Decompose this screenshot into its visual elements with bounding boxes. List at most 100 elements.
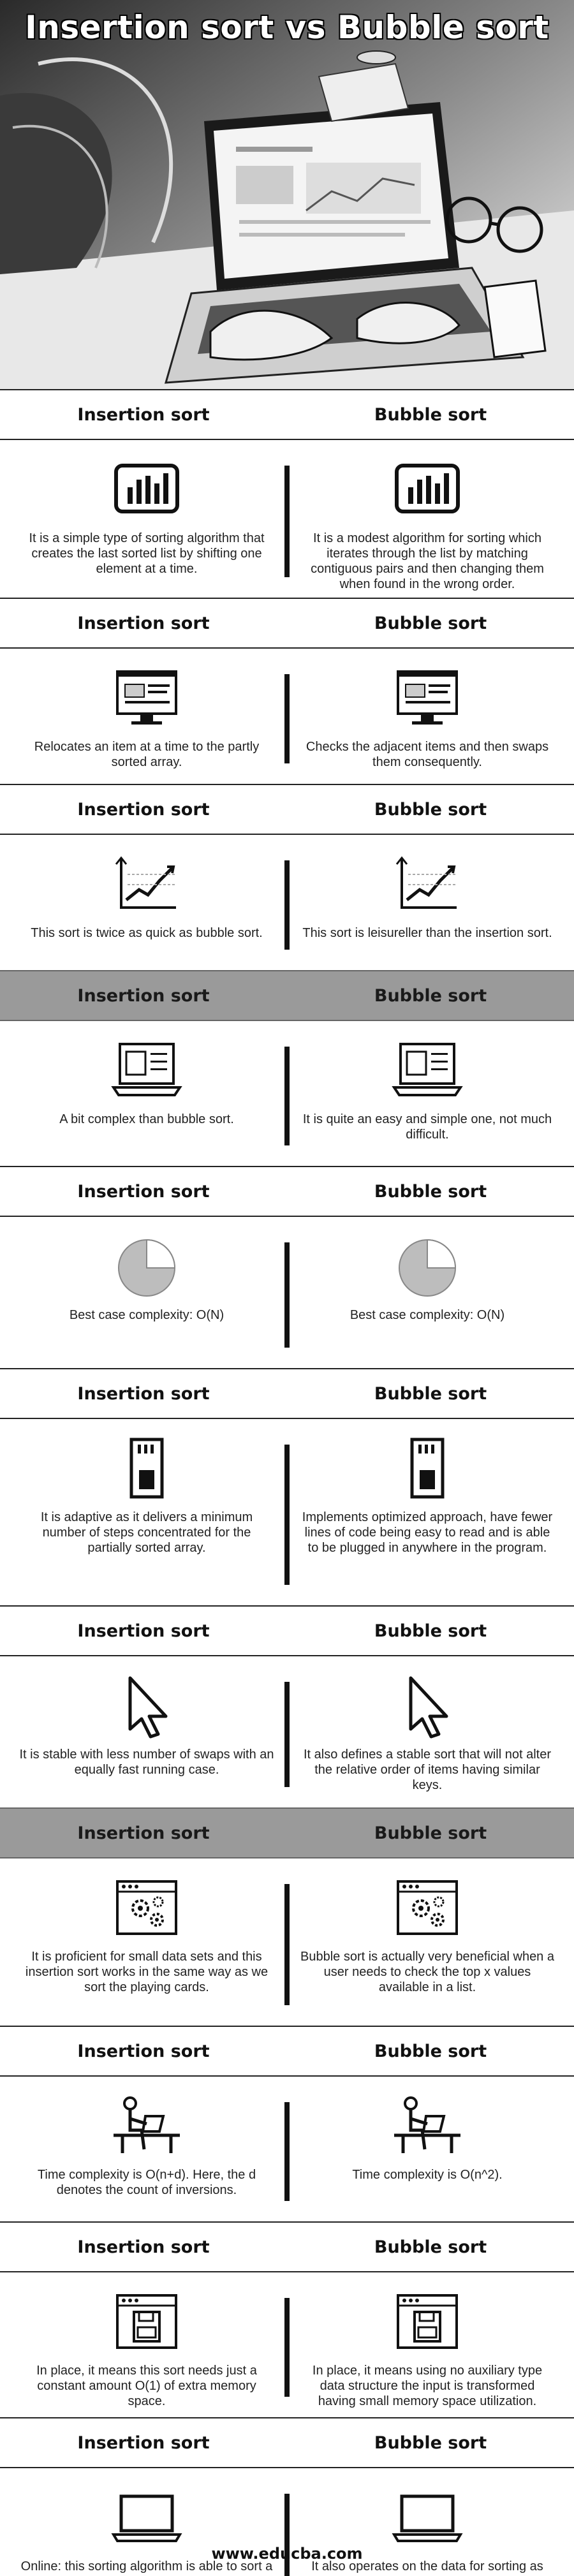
header-insertion-sort: Insertion sort	[77, 2432, 210, 2453]
section-header: Insertion sort Bubble sort	[0, 1807, 574, 1858]
bubble-sort-cell: It is quite an easy and simple one, not …	[293, 1021, 561, 1165]
cell-description: Best case complexity: O(N)	[69, 1308, 224, 1322]
section-header: Insertion sort Bubble sort	[0, 1368, 574, 1419]
bubble-sort-cell: It also operates on the data for sorting…	[293, 2468, 561, 2576]
laptop-list-icon	[108, 1035, 185, 1105]
header-insertion-sort: Insertion sort	[77, 1823, 210, 1843]
section-header: Insertion sort Bubble sort	[0, 2221, 574, 2272]
cursor-icon	[389, 1670, 466, 1741]
cell-description: It is quite an easy and simple one, not …	[302, 1112, 552, 1142]
comparison-row: It is proficient for small data sets and…	[0, 1858, 574, 2024]
cell-description: It is adaptive as it delivers a minimum …	[40, 1510, 253, 1555]
insertion-sort-cell: It is stable with less number of swaps w…	[13, 1656, 281, 1806]
header-bubble-sort: Bubble sort	[374, 1181, 487, 1202]
person-laptop-icon	[389, 2091, 466, 2161]
column-divider	[284, 2494, 290, 2576]
laptop-icon	[389, 2482, 466, 2552]
pie-chart-icon	[108, 1231, 185, 1301]
header-bubble-sort: Bubble sort	[374, 2237, 487, 2257]
insertion-sort-cell: It is proficient for small data sets and…	[13, 1858, 281, 2024]
cell-description: In place, it means using no auxiliary ty…	[312, 2364, 543, 2408]
header-insertion-sort: Insertion sort	[77, 1383, 210, 1404]
cell-description: This sort is twice as quick as bubble so…	[31, 926, 263, 940]
insertion-sort-cell: In place, it means this sort needs just …	[13, 2272, 281, 2416]
header-bubble-sort: Bubble sort	[374, 2432, 487, 2453]
cell-description: It is stable with less number of swaps w…	[19, 1748, 274, 1777]
bubble-sort-cell: Time complexity is O(n^2).	[293, 2077, 561, 2220]
header-bubble-sort: Bubble sort	[374, 1621, 487, 1641]
cell-description: It is a simple type of sorting algorithm…	[29, 531, 265, 576]
header-insertion-sort: Insertion sort	[77, 2041, 210, 2061]
bubble-sort-cell: Bubble sort is actually very beneficial …	[293, 1858, 561, 2024]
column-divider	[284, 1884, 290, 2005]
insertion-sort-cell: A bit complex than bubble sort.	[13, 1021, 281, 1165]
cell-description: It also defines a stable sort that will …	[304, 1748, 551, 1792]
column-divider	[284, 1242, 290, 1348]
section-header: Insertion sort Bubble sort	[0, 2417, 574, 2468]
cell-description: Time complexity is O(n+d). Here, the d d…	[37, 2168, 256, 2197]
cell-description: This sort is leisureller than the insert…	[302, 926, 552, 940]
insertion-sort-cell: This sort is twice as quick as bubble so…	[13, 835, 281, 969]
comparison-row: Online: this sorting algorithm is able t…	[0, 2468, 574, 2576]
bubble-sort-cell: It also defines a stable sort that will …	[293, 1656, 561, 1806]
header-insertion-sort: Insertion sort	[77, 404, 210, 425]
column-divider	[284, 860, 290, 950]
settings-window-icon	[389, 1873, 466, 1943]
footer-url: www.educba.com	[211, 2545, 363, 2563]
insertion-sort-cell: Best case complexity: O(N)	[13, 1217, 281, 1367]
insertion-sort-cell: Relocates an item at a time to the partl…	[13, 649, 281, 783]
header-bubble-sort: Bubble sort	[374, 799, 487, 820]
cell-description: Relocates an item at a time to the partl…	[34, 740, 260, 769]
title-banner: Insertion sort vs Bubble sort	[0, 0, 574, 389]
monitor-icon	[389, 663, 466, 733]
comparison-row: In place, it means this sort needs just …	[0, 2272, 574, 2416]
cell-description: In place, it means this sort needs just …	[36, 2364, 257, 2408]
comparison-row: Relocates an item at a time to the partl…	[0, 649, 574, 783]
section-header: Insertion sort Bubble sort	[0, 389, 574, 440]
bar-chart-icon	[389, 454, 466, 524]
column-divider	[284, 1682, 290, 1787]
cell-description: It also operates on the data for sorting…	[311, 2559, 543, 2576]
section-header: Insertion sort Bubble sort	[0, 1605, 574, 1656]
header-bubble-sort: Bubble sort	[374, 2041, 487, 2061]
growth-chart-icon	[389, 849, 466, 919]
insertion-sort-cell: It is adaptive as it delivers a minimum …	[13, 1419, 281, 1604]
comparison-row: Time complexity is O(n+d). Here, the d d…	[0, 2077, 574, 2220]
cell-description: A bit complex than bubble sort.	[59, 1112, 234, 1126]
comparison-row: It is stable with less number of swaps w…	[0, 1656, 574, 1806]
bubble-sort-cell: In place, it means using no auxiliary ty…	[293, 2272, 561, 2416]
settings-window-icon	[108, 1873, 185, 1943]
header-insertion-sort: Insertion sort	[77, 613, 210, 633]
insertion-sort-cell: Online: this sorting algorithm is able t…	[13, 2468, 281, 2576]
save-window-icon	[108, 2286, 185, 2357]
bubble-sort-cell: It is a modest algorithm for sorting whi…	[293, 440, 561, 596]
header-insertion-sort: Insertion sort	[77, 1621, 210, 1641]
cell-description: Best case complexity: O(N)	[350, 1308, 505, 1322]
comparison-row: Best case complexity: O(N) Best case comp…	[0, 1217, 574, 1367]
cell-description: It is proficient for small data sets and…	[25, 1950, 269, 1994]
column-divider	[284, 674, 290, 763]
header-insertion-sort: Insertion sort	[77, 1181, 210, 1202]
comparison-row: It is adaptive as it delivers a minimum …	[0, 1419, 574, 1604]
pie-chart-icon	[389, 1231, 466, 1301]
insertion-sort-cell: It is a simple type of sorting algorithm…	[13, 440, 281, 596]
bubble-sort-cell: This sort is leisureller than the insert…	[293, 835, 561, 969]
header-bubble-sort: Bubble sort	[374, 1823, 487, 1843]
cursor-icon	[108, 1670, 185, 1741]
header-bubble-sort: Bubble sort	[374, 404, 487, 425]
person-laptop-icon	[108, 2091, 185, 2161]
bubble-sort-cell: Checks the adjacent items and then swaps…	[293, 649, 561, 783]
insertion-sort-cell: Time complexity is O(n+d). Here, the d d…	[13, 2077, 281, 2220]
cell-description: Online: this sorting algorithm is able t…	[20, 2559, 273, 2576]
column-divider	[284, 2298, 290, 2397]
section-header: Insertion sort Bubble sort	[0, 1166, 574, 1217]
save-window-icon	[389, 2286, 466, 2357]
header-insertion-sort: Insertion sort	[77, 2237, 210, 2257]
header-bubble-sort: Bubble sort	[374, 1383, 487, 1404]
laptop-list-icon	[389, 1035, 466, 1105]
growth-chart-icon	[108, 849, 185, 919]
laptop-hands-photo	[0, 0, 574, 389]
